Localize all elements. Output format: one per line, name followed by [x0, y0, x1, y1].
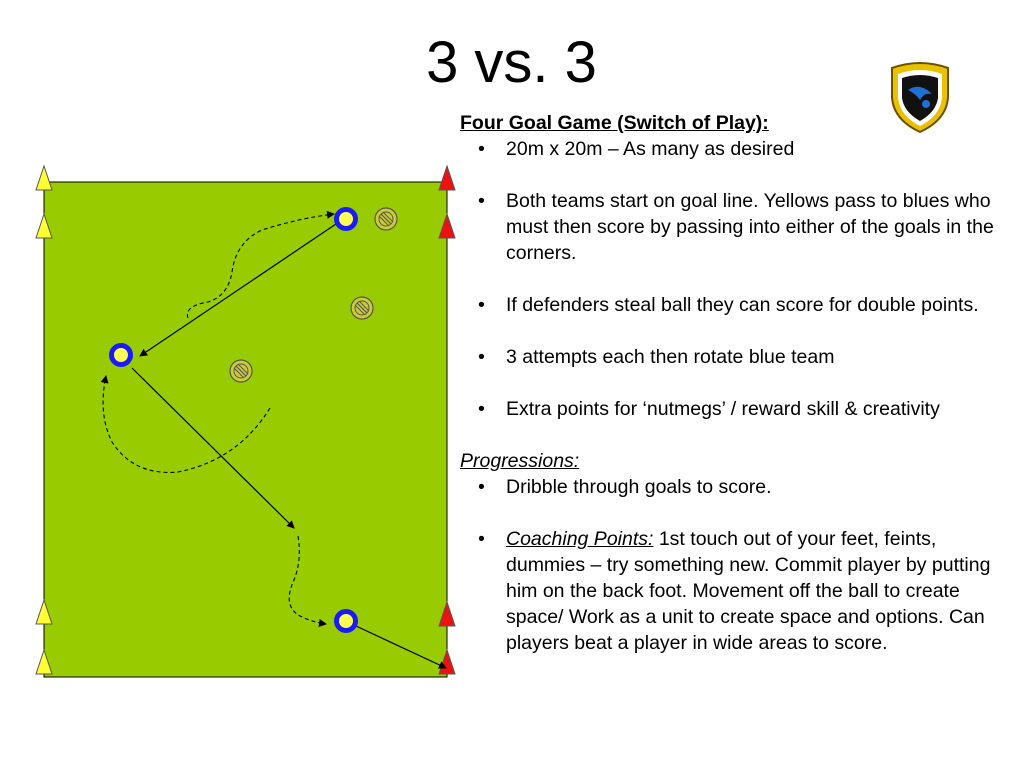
defender-icon [229, 359, 253, 383]
list-item: 3 attempts each then rotate blue team [460, 344, 1010, 370]
progressions-list: Dribble through goals to score. Coaching… [460, 474, 1010, 656]
red-cone-icon [438, 212, 456, 239]
drill-heading: Four Goal Game (Switch of Play): [460, 112, 769, 134]
defender-icon [350, 296, 374, 320]
run-arrow-icon [100, 375, 271, 473]
run-arrow-icon [288, 535, 327, 627]
list-item: Extra points for ‘nutmegs’ / reward skil… [460, 396, 1010, 422]
progressions-label: Progressions: [460, 450, 580, 472]
yellow-cone-icon [35, 598, 53, 625]
page-title: 3 vs. 3 [426, 30, 597, 95]
attacker-icon [334, 207, 358, 231]
coaching-points-text: 1st touch out of your feet, feints, dumm… [506, 528, 991, 654]
pass-arrow-icon [131, 367, 295, 529]
coaching-points-item: Coaching Points: 1st touch out of your f… [460, 526, 1010, 656]
pass-arrow-icon [139, 223, 337, 357]
defender-icon [374, 207, 398, 231]
drill-rules-list: 20m x 20m – As many as desired Both team… [460, 136, 1010, 422]
pitch [43, 181, 448, 678]
list-item: Both teams start on goal line. Yellows p… [460, 188, 1010, 266]
attacker-icon [334, 609, 358, 633]
list-item: Dribble through goals to score. [460, 474, 1010, 500]
list-item: 20m x 20m – As many as desired [460, 136, 1010, 162]
drill-diagram [35, 164, 456, 678]
run-arrow-icon [186, 210, 335, 319]
yellow-cone-icon [35, 164, 53, 191]
yellow-cone-icon [35, 212, 53, 239]
coaching-points-label: Coaching Points: [506, 528, 654, 550]
drill-description: Four Goal Game (Switch of Play): 20m x 2… [460, 110, 1010, 656]
list-item: If defenders steal ball they can score f… [460, 292, 1010, 318]
red-cone-icon [438, 164, 456, 191]
yellow-cone-icon [35, 648, 53, 675]
club-crest-icon [891, 62, 949, 134]
red-cone-icon [438, 600, 456, 627]
pass-arrow-icon [355, 625, 447, 669]
attacker-icon [109, 343, 133, 367]
